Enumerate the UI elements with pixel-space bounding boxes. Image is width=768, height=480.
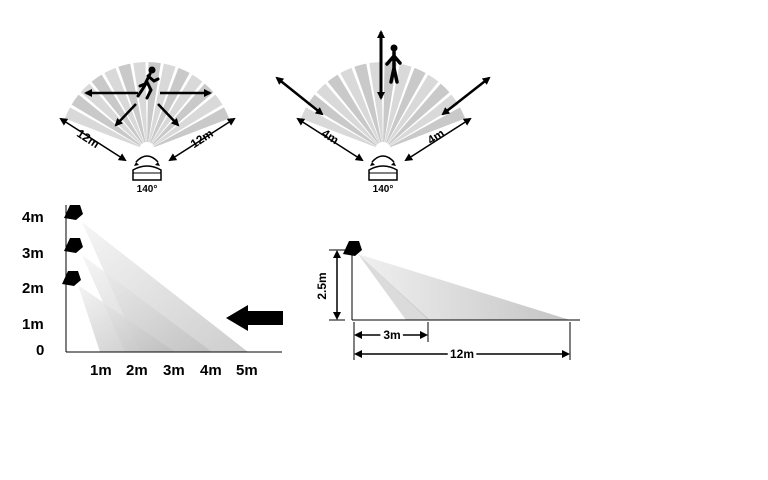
beam-2m [78,285,175,352]
y-tick-1m: 1m [22,316,44,333]
fan-beam-wedge [385,67,426,144]
approach-arrow-icon [226,305,283,331]
range-arrow-right [168,117,236,162]
fan-beam-wedge [327,74,379,144]
fan-beam-wedge [387,74,439,144]
rotation-arc-icon [135,155,159,163]
fan-beam-wedge [104,67,145,144]
beam-4m [82,222,248,352]
y-tick-4m: 4m [22,209,44,226]
y-tick-0: 0 [36,342,44,359]
fan-beam-wedge [384,63,412,143]
x-tick-3m: 3m [163,362,185,379]
standing-person-icon [385,44,402,84]
sensor-head-icon [62,271,81,286]
fan-beam-wedge [149,67,190,144]
fan-beam-wedge [354,63,382,143]
range-arrow-left-short [296,117,364,162]
fan-left: 12m 12m 140° [59,62,236,195]
range-arrow-left [59,117,127,162]
y-tick-3m: 3m [22,245,44,262]
fan-beam-wedge [148,63,176,143]
near-distance-label: 3m [383,328,400,342]
x-tick-2m: 2m [126,362,148,379]
sensor-icon [132,165,162,181]
x-tick-5m: 5m [236,362,258,379]
far-distance-label: 12m [450,347,474,361]
fan-right-angle-label: 140° [373,184,394,195]
x-tick-1m: 1m [90,362,112,379]
side-view-left: 4m 3m 2m 1m 0 1m 2m 3m 4m 5m [22,205,283,379]
height-label: 2.5m [315,272,329,299]
sensor-head-icon [64,238,83,253]
fan-beam-wedge [118,63,146,143]
beam-near [358,254,430,320]
sensor-head-icon [64,205,83,220]
fan-beam-wedge [133,62,147,143]
side-view-right: 2.5m 3m 12m [315,241,580,364]
range-arrow-right-short [404,117,472,162]
motion-arrow-diagonal-left [275,76,324,116]
sensor-head-icon [343,241,362,256]
fan-beam-wedge [383,62,397,143]
fan-right: 4m 4m 140° [275,30,491,195]
fan-beam-wedge [340,67,381,144]
fan-beam-wedge [152,83,214,145]
rotation-arc-icon [371,155,395,163]
sensor-icon [368,165,398,181]
y-tick-2m: 2m [22,280,44,297]
motion-arrow-diagonal-right [441,76,491,116]
walking-person-icon [136,66,160,100]
fan-beam-wedge [388,83,450,145]
fan-left-angle-label: 140° [137,184,158,195]
fan-beam-wedge [147,62,161,143]
x-tick-4m: 4m [200,362,222,379]
